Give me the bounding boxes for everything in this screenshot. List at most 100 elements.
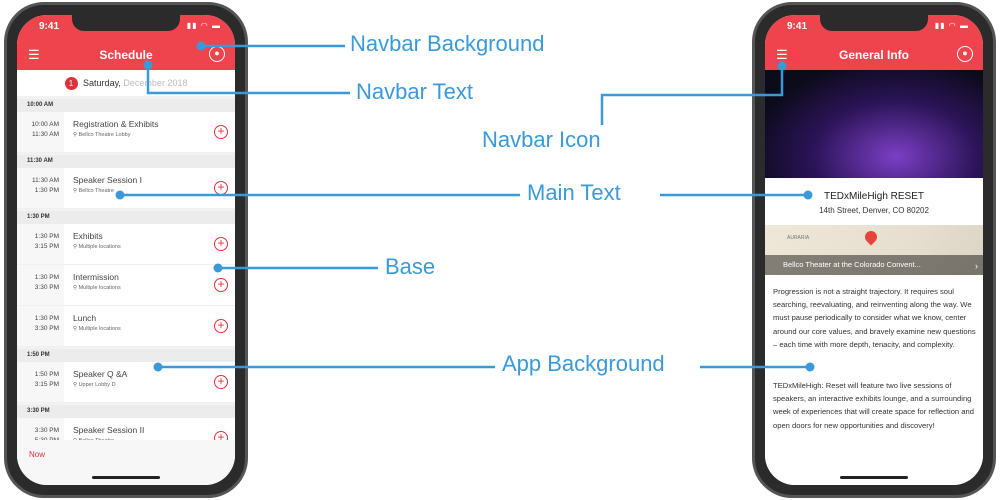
location-pin-icon: ⚲ (73, 382, 79, 388)
status-time: 9:41 (39, 21, 60, 32)
item-location: ⚲ Multiple locations (73, 285, 121, 291)
info-content: TEDxMileHigh RESET 14th Street, Denver, … (765, 178, 983, 485)
item-location: ⚲ Bellco Theatre Lobby (73, 132, 130, 138)
add-to-schedule-button[interactable]: + (214, 319, 228, 333)
schedule-list[interactable]: 10:00 AM 10:00 AM 11:30 AM Registration & … (17, 97, 235, 459)
location-pin-icon: ⚲ (73, 285, 79, 291)
schedule-item[interactable]: 11:30 AM 1:30 PM Speaker Session I ⚲ Bell… (17, 168, 235, 209)
date-day: Saturday, (83, 78, 121, 88)
venue-map[interactable]: AURARIA Bellco Theater at the Colorado C… (765, 225, 983, 275)
start-time: 11:30 AM (32, 177, 59, 184)
event-address: 14th Street, Denver, CO 80202 (819, 206, 929, 215)
start-time: 1:50 PM (34, 371, 59, 378)
schedule-screen: 9:41 ▮▮ ◠ ▬ ☰ Schedule ● 1 Saturday, Dec… (17, 15, 235, 485)
info-screen: 9:41 ▮▮ ◠ ▬ ☰ General Info ● TEDxMileHig… (765, 15, 983, 485)
item-times: 1:30 PM 3:15 PM (17, 224, 64, 264)
notch (72, 15, 180, 31)
item-times: 1:30 PM 3:30 PM (17, 265, 64, 305)
page-title: General Info (838, 48, 909, 62)
schedule-phone: 9:41 ▮▮ ◠ ▬ ☰ Schedule ● 1 Saturday, Dec… (4, 2, 248, 498)
item-times: 1:50 PM 3:15 PM (17, 362, 64, 402)
date-badge: 1 (64, 77, 78, 90)
schedule-item[interactable]: 1:30 PM 3:30 PM Intermission ⚲ Multiple l… (17, 265, 235, 306)
end-time: 11:30 AM (32, 131, 59, 138)
item-location: ⚲ Upper Lobby D (73, 382, 116, 388)
section-header: 11:30 AM (17, 155, 235, 168)
end-time: 3:30 PM (34, 284, 59, 291)
section-header: 3:30 PM (17, 405, 235, 418)
schedule-item[interactable]: 1:30 PM 3:30 PM Lunch ⚲ Multiple location… (17, 306, 235, 347)
start-time: 3:30 PM (34, 427, 59, 434)
item-title: Intermission (73, 272, 119, 282)
location-text: Bellco Theatre Lobby (78, 132, 131, 138)
start-time: 10:00 AM (31, 121, 59, 128)
location-pin-icon: ⚲ (73, 326, 79, 332)
event-title: TEDxMileHigh RESET (823, 191, 925, 202)
annotation-navbar-icon: Navbar Icon (482, 127, 601, 152)
annotation-navbar-background: Navbar Background (350, 31, 545, 56)
item-location: ⚲ Multiple locations (73, 244, 121, 250)
item-times: 10:00 AM 11:30 AM (17, 112, 64, 152)
item-title: Speaker Session I (73, 175, 142, 185)
annotation-base: Base (385, 254, 436, 279)
user-icon[interactable]: ● (957, 46, 973, 62)
annotation-app-background: App Background (502, 351, 665, 376)
add-to-schedule-button[interactable]: + (214, 125, 228, 139)
venue-name: Bellco Theater at the Colorado Convent..… (783, 260, 921, 269)
location-text: Multiple locations (78, 285, 121, 291)
item-title: Registration & Exhibits (73, 119, 159, 129)
item-title: Speaker Q &A (73, 369, 128, 379)
item-location: ⚲ Bellco Theatre (73, 188, 114, 194)
home-indicator (92, 476, 160, 479)
item-title: Exhibits (73, 231, 103, 241)
item-times: 1:30 PM 3:30 PM (17, 306, 64, 346)
annotation-main-text: Main Text (527, 180, 621, 205)
item-times: 11:30 AM 1:30 PM (17, 168, 64, 208)
start-time: 1:30 PM (34, 274, 59, 281)
notch (820, 15, 928, 31)
item-title: Speaker Session II (73, 425, 145, 435)
location-pin-icon: ⚲ (73, 244, 79, 250)
item-location: ⚲ Multiple locations (73, 326, 121, 332)
location-pin-icon: ⚲ (73, 132, 79, 138)
hero-image (765, 70, 983, 178)
add-to-schedule-button[interactable]: + (214, 237, 228, 251)
item-title: Lunch (73, 313, 97, 323)
status-icons: ▮▮ ◠ ▬ (186, 21, 221, 30)
menu-icon[interactable]: ☰ (776, 47, 788, 62)
add-to-schedule-button[interactable]: + (214, 375, 228, 389)
status-icons: ▮▮ ◠ ▬ (934, 21, 969, 30)
schedule-item[interactable]: 1:30 PM 3:15 PM Exhibits ⚲ Multiple locat… (17, 224, 235, 265)
page-title: Schedule (99, 48, 153, 62)
add-to-schedule-button[interactable]: + (214, 278, 228, 292)
section-header: 1:30 PM (17, 211, 235, 224)
start-time: 1:30 PM (34, 315, 59, 322)
annotation-navbar-text: Navbar Text (356, 79, 473, 104)
section-header: 10:00 AM (17, 99, 235, 112)
status-time: 9:41 (787, 21, 808, 32)
now-button[interactable]: Now (29, 450, 46, 459)
section-header: 1:50 PM (17, 349, 235, 362)
map-area-label: AURARIA (787, 235, 810, 241)
end-time: 3:30 PM (34, 325, 59, 332)
location-text: Multiple locations (78, 244, 121, 250)
home-indicator (840, 476, 908, 479)
end-time: 3:15 PM (34, 243, 59, 250)
end-time: 3:15 PM (34, 381, 59, 388)
end-time: 1:30 PM (34, 187, 59, 194)
info-phone: 9:41 ▮▮ ◠ ▬ ☰ General Info ● TEDxMileHig… (752, 2, 996, 498)
menu-icon[interactable]: ☰ (28, 47, 40, 62)
date-selector[interactable]: 1 Saturday, December 2018 (17, 70, 235, 96)
description-paragraph: TEDxMileHigh: Reset will feature two liv… (773, 381, 974, 430)
start-time: 1:30 PM (34, 233, 59, 240)
chevron-right-icon: › (975, 261, 978, 271)
location-text: Multiple locations (78, 326, 121, 332)
schedule-item[interactable]: 1:50 PM 3:15 PM Speaker Q &A ⚲ Upper Lobb… (17, 362, 235, 403)
location-text: Bellco Theatre (78, 188, 114, 194)
location-text: Upper Lobby D (78, 382, 116, 388)
schedule-item[interactable]: 10:00 AM 11:30 AM Registration & Exhibits… (17, 112, 235, 153)
date-month: December 2018 (123, 78, 188, 88)
location-pin-icon: ⚲ (73, 188, 79, 194)
venue-link[interactable]: Bellco Theater at the Colorado Convent..… (765, 255, 983, 275)
